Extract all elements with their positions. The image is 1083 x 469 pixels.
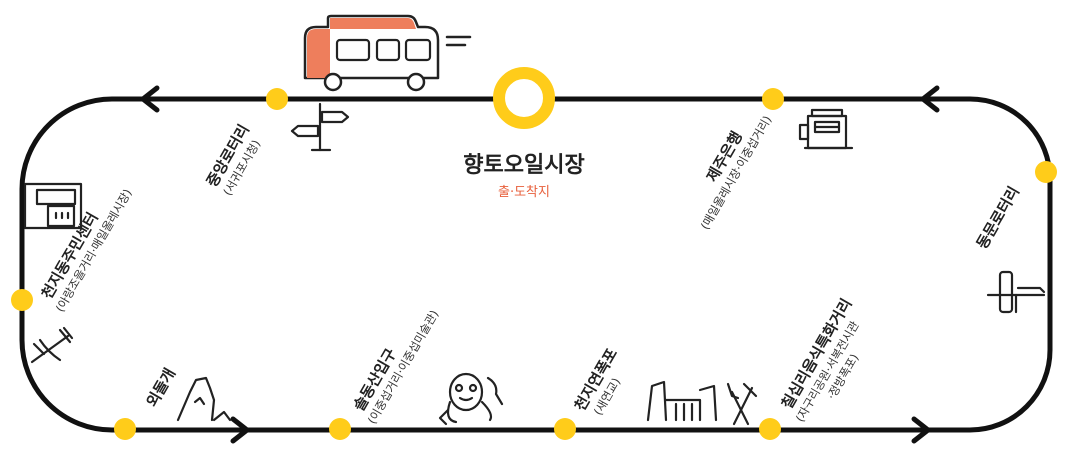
stop-dot-dongmun: [1035, 161, 1057, 183]
stop-dot-oedolgae: [114, 418, 136, 440]
bus-icon: [303, 14, 472, 92]
stop-dot-jungang: [266, 88, 288, 110]
hub-ring: [493, 67, 555, 129]
direction-arrow-bottom-right: [911, 416, 931, 444]
rock-formation-icon: [176, 376, 232, 422]
waterfall-icon: [646, 380, 718, 422]
signpost-icon-2: [986, 270, 1046, 314]
stop-name-dongmun: 동문로터리: [973, 183, 1023, 252]
shop-icon: [798, 108, 854, 150]
fork-knife-icon-2: [726, 382, 758, 426]
route-line: [19, 96, 1053, 433]
stop-dot-chilsimni: [759, 418, 781, 440]
direction-arrow-top-left: [140, 85, 160, 113]
fork-knife-icon: [30, 326, 74, 364]
stop-dot-cheonjiyeon: [554, 418, 576, 440]
dol-hareubang-icon: [438, 372, 504, 426]
signpost-icon: [290, 102, 350, 152]
stop-dot-cheonji: [11, 289, 33, 311]
stop-name-oedolgae: 외돌개: [143, 365, 179, 410]
building-icon: [23, 182, 83, 230]
direction-arrow-top-right: [920, 85, 940, 113]
direction-arrow-bottom-left: [230, 416, 250, 444]
stop-dot-jeju-bank: [762, 88, 784, 110]
hub-name: 향토오일시장: [463, 153, 584, 178]
hub-subtitle: 출·도착지: [498, 185, 550, 200]
stop-dot-soldong: [329, 418, 351, 440]
